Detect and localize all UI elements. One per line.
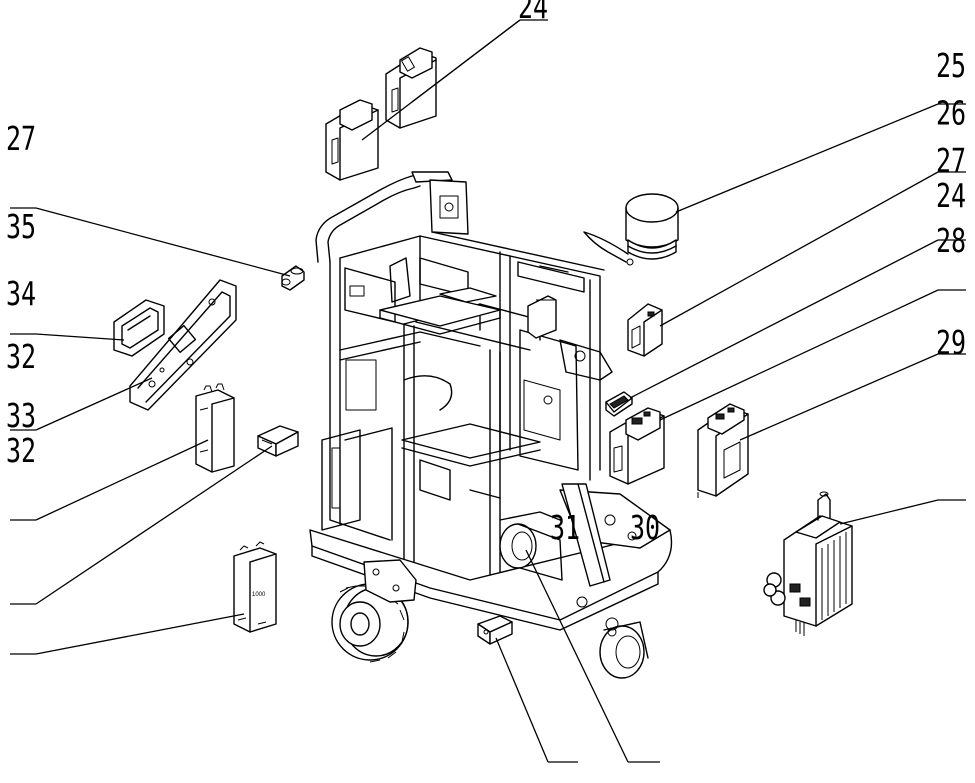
callout-26: 26 — [936, 94, 966, 132]
part-24-module-right — [609, 407, 665, 485]
callout-29: 29 — [936, 324, 966, 362]
part-27-connector-left — [281, 265, 305, 291]
callout-33: 33 — [6, 397, 36, 435]
part-31-sensor — [477, 615, 513, 645]
part-32-module-lower: 1000 — [233, 541, 277, 633]
part-34-mounting-plate — [129, 279, 237, 411]
leader-lines — [10, 19, 966, 763]
part-33-small-box — [257, 425, 299, 457]
robot-frame — [315, 171, 613, 601]
callout-34: 34 — [6, 275, 36, 313]
module-mark: 1000 — [252, 592, 266, 598]
callout-24-top: 24 — [518, 0, 548, 26]
part-35-case — [113, 299, 165, 357]
callout-27-right: 27 — [936, 142, 966, 180]
callout-28: 28 — [936, 222, 966, 260]
callout-32-lower: 32 — [6, 432, 36, 470]
part-25-warning-lamp — [583, 193, 679, 266]
heat-sink-fins — [821, 532, 847, 620]
callout-30: 30 — [630, 509, 660, 547]
callout-31: 31 — [550, 509, 580, 547]
part-28-controller — [697, 403, 749, 498]
callout-32-upper: 32 — [6, 338, 36, 376]
part-27-connector-right — [605, 391, 633, 417]
part-24-module-upper — [325, 47, 437, 181]
callout-35: 35 — [6, 208, 36, 246]
part-29-drive-unit — [763, 491, 853, 636]
part-26-switch-box — [627, 303, 663, 357]
callout-25: 25 — [936, 47, 966, 85]
callout-27-left: 27 — [6, 120, 36, 158]
robot-base — [309, 483, 673, 679]
callout-24-right: 24 — [936, 177, 966, 215]
part-32-module-upper — [195, 383, 235, 473]
callout-labels: 24 25 26 27 27 24 28 29 35 34 32 33 32 3… — [6, 0, 966, 547]
